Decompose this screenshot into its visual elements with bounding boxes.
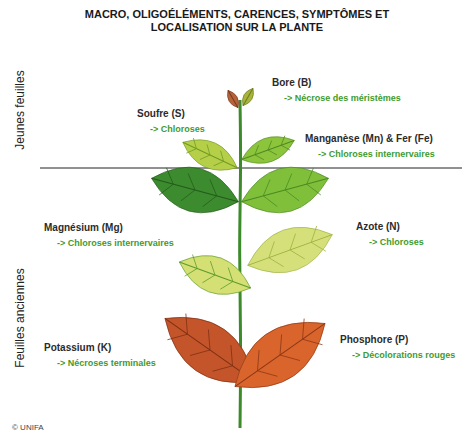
leaf-vein: [285, 187, 299, 203]
leaf-vein: [220, 278, 233, 292]
leaf-vein: [293, 319, 313, 340]
leaf-vein: [252, 145, 261, 155]
leaf-vein: [199, 329, 219, 350]
element-name: Manganèse (Mn) & Fer (Fe): [305, 133, 433, 145]
leaf-vein: [181, 187, 195, 203]
leaf-vein: [257, 363, 277, 384]
separator-line: [40, 168, 462, 169]
section-label: Feuilles anciennes: [13, 268, 27, 367]
leaf-blade: [224, 88, 242, 110]
element-name: Potassium (K): [44, 342, 111, 354]
symptom-text: -> Chloroses: [150, 124, 205, 135]
leaf-vein: [290, 246, 305, 262]
element-name: Phosphore (P): [340, 334, 408, 346]
leaf-midrib: [228, 90, 238, 107]
leaf-blade: [173, 245, 257, 305]
leaf-vein: [281, 174, 295, 190]
leaf-blade: [241, 215, 340, 285]
leaf-blade: [239, 86, 257, 108]
leaf-midrib: [183, 142, 237, 167]
leaf-vein: [206, 179, 220, 195]
leaf-vein: [163, 168, 177, 184]
symptom-text: -> Décolorations rouges: [352, 350, 455, 361]
symptom-text: -> Chloroses: [369, 237, 424, 248]
leaf-midrib: [242, 140, 295, 159]
leaf-vein: [307, 226, 322, 242]
leaf-vein: [311, 239, 326, 255]
copyright-note: © UNIFA: [12, 423, 44, 433]
symptom-text: -> Chloroses internervaires: [57, 238, 174, 249]
symptom-text: -> Nécrose des méristèmes: [284, 93, 401, 104]
leaf-vein: [303, 332, 323, 353]
leaf-vein: [280, 347, 300, 368]
leaf-vein: [167, 327, 187, 348]
leaf-vein: [189, 255, 202, 269]
leaf-vein: [281, 143, 290, 153]
leaf-vein: [269, 254, 284, 270]
leaf-vein: [271, 334, 291, 355]
leaf-vein: [185, 265, 198, 279]
leaf: [241, 215, 340, 285]
leaf: [239, 86, 257, 108]
leaf-blade: [238, 129, 299, 171]
leaf-vein: [260, 179, 274, 195]
leaf: [146, 157, 244, 223]
leaf-vein: [214, 158, 224, 169]
leaf-blade: [221, 303, 340, 407]
leaf-vein: [279, 136, 288, 146]
leaf-midrib: [179, 262, 250, 288]
leaf-blade: [236, 157, 334, 223]
leaf: [224, 88, 242, 110]
element-name: Soufre (S): [137, 108, 185, 120]
leaf-vein: [203, 144, 213, 155]
leaf: [238, 129, 299, 171]
leaf-midrib: [248, 235, 333, 266]
leaf-vein: [265, 140, 274, 150]
element-name: Bore (B): [272, 77, 311, 89]
leaf: [236, 157, 334, 223]
leaf: [221, 303, 340, 407]
leaf-vein: [307, 181, 321, 197]
diagram-title: MACRO, OLIGOÉLÉMENTS, CARENCES, SYMPTÔME…: [47, 8, 427, 34]
leaf-vein: [217, 151, 227, 162]
leaf-vein: [186, 146, 196, 157]
leaf-vein: [285, 234, 300, 250]
element-name: Azote (N): [356, 221, 400, 233]
leaf-vein: [222, 345, 242, 366]
leaf-vein: [255, 152, 264, 162]
symptom-text: -> Nécroses terminales: [57, 358, 156, 369]
leaf-vein: [202, 272, 215, 286]
leaf-vein: [185, 174, 199, 190]
leaf-blade: [146, 157, 244, 223]
leaf-vein: [200, 152, 210, 163]
leaf-vein: [190, 342, 210, 363]
leaf-vein: [224, 268, 237, 282]
leaf-vein: [213, 358, 233, 379]
leaf-vein: [203, 193, 217, 209]
leaf-vein: [177, 314, 197, 335]
leaf-vein: [303, 168, 317, 184]
leaf-vein: [206, 261, 219, 275]
section-label: Jeunes feuilles: [13, 70, 27, 149]
element-name: Magnésium (Mg): [44, 222, 123, 234]
leaf: [173, 245, 257, 305]
symptom-text: -> Chloroses internervaires: [318, 149, 435, 160]
leaf-vein: [264, 241, 279, 257]
leaf-vein: [190, 138, 200, 149]
leaf-vein: [268, 148, 277, 158]
leaf-midrib: [243, 88, 253, 105]
leaf-vein: [263, 193, 277, 209]
leaf-vein: [159, 181, 173, 197]
leaf-midrib: [235, 323, 325, 386]
leaf-vein: [248, 350, 268, 371]
